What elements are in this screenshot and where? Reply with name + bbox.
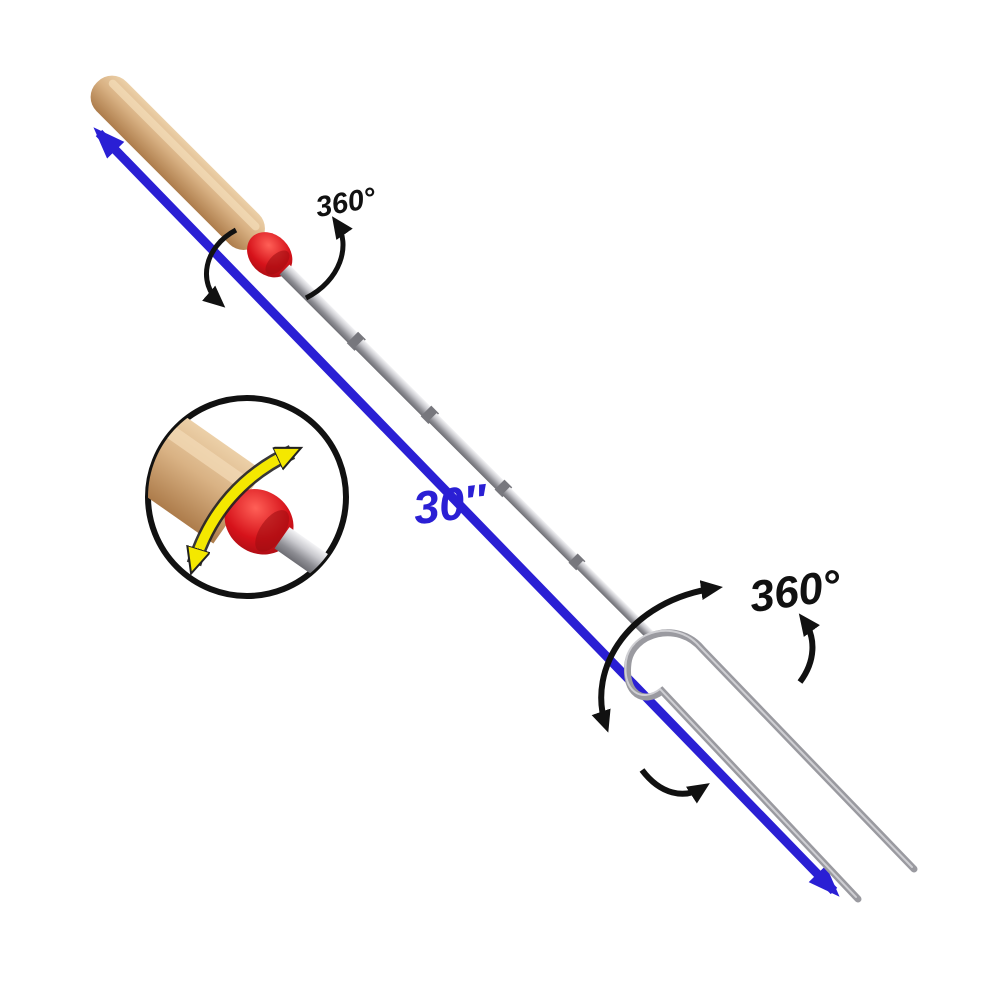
shaft-segment xyxy=(354,339,435,420)
inset-rotation-arrow xyxy=(194,452,292,564)
detail-inset xyxy=(145,395,349,599)
wooden-handle-highlight xyxy=(108,79,260,231)
fork-rotation-arc-left xyxy=(591,580,723,733)
red-collar-shading xyxy=(265,250,290,275)
wooden-handle xyxy=(90,75,265,250)
shaft-segment xyxy=(575,560,654,639)
shaft-segment xyxy=(428,413,508,493)
red-collar xyxy=(247,232,293,278)
fork-rotation-arc-bottom xyxy=(639,768,710,804)
shaft-segment xyxy=(501,486,581,566)
shaft-joint xyxy=(568,553,586,571)
inset-content xyxy=(148,398,346,596)
shaft-joint xyxy=(420,405,440,425)
fork-wire xyxy=(624,629,918,903)
shaft-segment xyxy=(279,264,361,346)
fork-wire-highlight xyxy=(624,629,913,898)
length-measure-arrow xyxy=(93,127,840,897)
inset-shaft xyxy=(274,527,346,596)
fork-prongs xyxy=(624,629,918,903)
handle-rotation-label: 360° xyxy=(313,182,378,224)
handle-rotation-arc-right xyxy=(304,216,353,301)
handle-rotation-arc-left xyxy=(202,227,238,308)
fork-rotation-arc-right xyxy=(797,613,820,684)
length-arrow-line xyxy=(93,127,840,897)
shaft-joint xyxy=(346,331,366,351)
length-label: 30″ xyxy=(410,474,491,535)
fork-rotation-label: 360° xyxy=(746,561,843,622)
shaft-joint xyxy=(494,479,513,498)
